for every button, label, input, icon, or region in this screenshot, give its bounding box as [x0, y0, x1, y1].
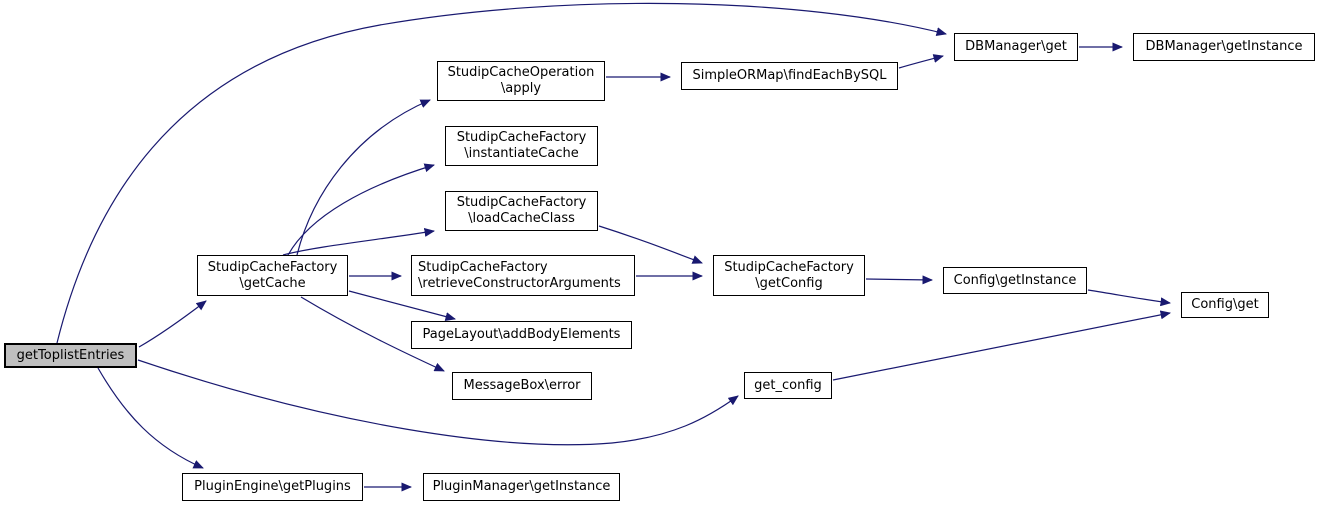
node-label: \retrieveConstructorArguments: [418, 275, 621, 291]
node-label: StudipCacheFactory: [456, 130, 587, 145]
node-studipcacheoperation-apply[interactable]: StudipCacheOperation \apply: [437, 61, 605, 101]
node-label: PageLayout\addBodyElements: [422, 327, 621, 342]
edge-getCache-to-addBodyElements: [348, 290, 456, 321]
node-label: PluginEngine\getPlugins: [194, 479, 351, 494]
node-dbmanager-get[interactable]: DBManager\get: [954, 33, 1078, 61]
node-studipcachefactory-retrieveconstructorargs[interactable]: StudipCacheFactory \retrieveConstructorA…: [411, 255, 635, 296]
node-label: SimpleORMap\findEachBySQL: [692, 68, 887, 83]
node-label: \apply: [500, 81, 542, 96]
edge-getToplistEntries-to-getPlugins: [97, 367, 204, 469]
node-label: \instantiateCache: [464, 146, 579, 161]
edge-config-getInstance-to-config-get: [1087, 289, 1171, 307]
node-config-get[interactable]: Config\get: [1181, 292, 1269, 318]
node-label: getToplistEntries: [16, 347, 125, 363]
edge-getCache-to-loadCacheClass: [282, 228, 435, 256]
edge-getCache-to-apply: [296, 99, 431, 256]
node-studipcachefactory-getconfig[interactable]: StudipCacheFactory \getConfig: [713, 255, 865, 296]
node-label: DBManager\getInstance: [1145, 39, 1303, 54]
node-label: StudipCacheFactory: [207, 259, 338, 275]
edge-getToplistEntries-to-DBManager-get: [56, 2, 947, 344]
node-get-config-function[interactable]: get_config: [744, 372, 832, 399]
node-studipcachefactory-loadcacheclass[interactable]: StudipCacheFactory \loadCacheClass: [445, 191, 598, 231]
node-pagelayout-addbodyelements[interactable]: PageLayout\addBodyElements: [411, 321, 632, 349]
node-pluginengine-getplugins[interactable]: PluginEngine\getPlugins: [182, 473, 363, 501]
edge-getConfig-to-config-getInstance: [865, 275, 933, 285]
node-pluginmanager-getinstance[interactable]: PluginManager\getInstance: [423, 473, 620, 501]
node-simpleormap-findeachbysql[interactable]: SimpleORMap\findEachBySQL: [681, 62, 898, 90]
node-studipcachefactory-instantiatecache[interactable]: StudipCacheFactory \instantiateCache: [445, 126, 598, 166]
node-label: Config\get: [1191, 297, 1259, 312]
edge-getCache-to-messageBoxError: [300, 296, 445, 372]
node-config-getinstance[interactable]: Config\getInstance: [943, 267, 1087, 294]
node-label: Config\getInstance: [953, 272, 1077, 288]
node-label: MessageBox\error: [463, 378, 581, 393]
edge-getToplistEntries-to-get_config: [137, 359, 739, 446]
node-label: get_config: [754, 377, 822, 393]
node-messagebox-error[interactable]: MessageBox\error: [452, 372, 592, 400]
node-label: \getCache: [239, 275, 306, 291]
edge-loadCacheClass-to-getConfig: [598, 225, 703, 264]
node-label: DBManager\get: [965, 39, 1067, 54]
node-label: StudipCacheOperation: [447, 65, 595, 80]
edge-get_config-to-config-get: [832, 310, 1171, 381]
edge-getToplistEntries-to-getCache: [138, 300, 207, 348]
node-dbmanager-getinstance[interactable]: DBManager\getInstance: [1133, 33, 1315, 61]
node-label: StudipCacheFactory: [456, 195, 587, 210]
edge-findEachBySQL-to-DBManager-get: [898, 54, 944, 69]
node-label: \loadCacheClass: [468, 211, 575, 226]
node-label: StudipCacheFactory: [724, 259, 854, 275]
node-label: StudipCacheFactory: [418, 259, 548, 275]
node-get-toplist-entries[interactable]: getToplistEntries: [4, 343, 137, 368]
edge-getCache-to-instantiateCache: [287, 163, 435, 256]
node-label: \getConfig: [755, 275, 823, 291]
node-label: PluginManager\getInstance: [432, 479, 611, 494]
node-studipcachefactory-getcache[interactable]: StudipCacheFactory \getCache: [197, 255, 348, 296]
